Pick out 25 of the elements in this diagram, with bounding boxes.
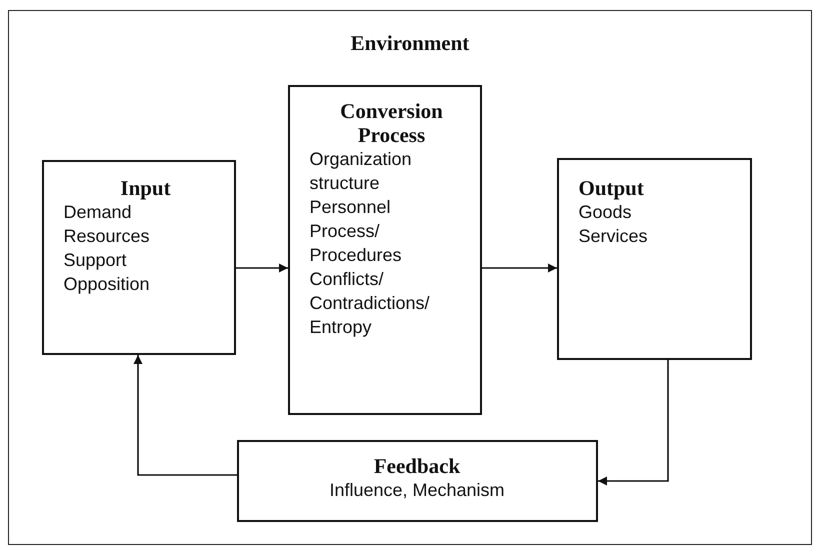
box-text: Goods [578,200,632,224]
process-box [288,84,482,414]
box-text: Influence, Mechanism [329,478,505,502]
environment-frame [8,10,812,545]
arrow [482,264,557,272]
box-text: Conflicts/ Contradictions/ Entropy [310,268,431,338]
process-box [42,160,236,354]
process-box [556,158,752,360]
box-heading: Conversion Process [339,98,444,146]
arrow [598,360,669,486]
box-heading: Output [578,176,644,200]
box-heading: Environment [350,31,470,55]
box-heading: Feedback [374,454,460,478]
box-text: Opposition [64,272,150,296]
box-text: Demand [64,200,132,224]
process-box [236,440,598,522]
arrow [236,264,288,272]
box-text: Support [64,248,127,272]
box-text: Process/ Procedures [310,220,403,266]
box-text: Personnel [310,196,391,218]
box-heading: Input [120,176,171,200]
box-text: Resources [64,224,150,248]
box-text: Services [578,224,648,248]
arrow [134,355,237,476]
box-text: Organization structure [310,148,413,194]
